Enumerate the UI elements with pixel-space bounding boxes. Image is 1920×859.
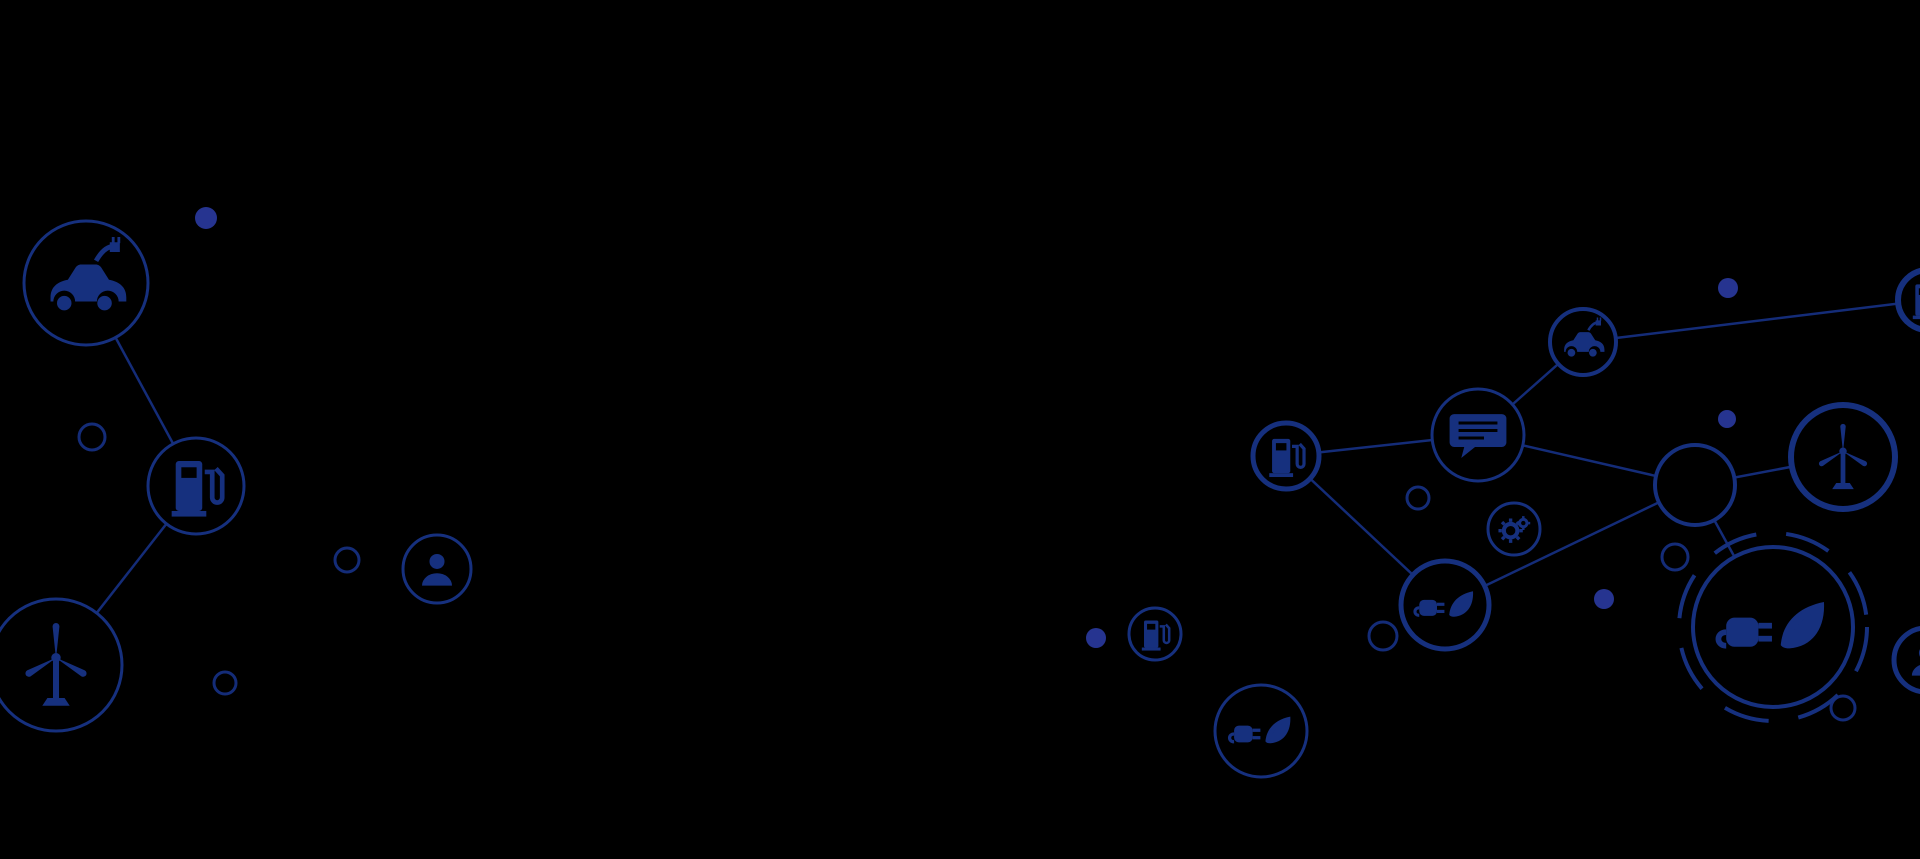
node-circle: [1486, 501, 1542, 557]
decor-ring: [77, 422, 107, 452]
plug-leaf-node: [1398, 558, 1492, 652]
fuel-pump-node: [1895, 267, 1920, 333]
decor-ring: [1660, 542, 1690, 572]
decor-ring: [212, 670, 238, 696]
decor-ring: [1367, 620, 1399, 652]
connector-line: [1582, 299, 1920, 344]
node-circle: [1398, 558, 1492, 652]
node-circle: [1213, 683, 1309, 779]
decor-dot: [1594, 589, 1614, 609]
person-node: [401, 533, 473, 605]
electric-car-node: [1548, 307, 1618, 377]
node-circle: [0, 597, 124, 733]
decor-dot: [1718, 410, 1736, 428]
node-circle: [1891, 626, 1920, 694]
wind-turbine-node: [1788, 402, 1898, 512]
plug-leaf-node: [1213, 683, 1309, 779]
fuel-pump-node: [1127, 606, 1183, 662]
fuel-pump-node: [146, 436, 246, 536]
node-circle: [1653, 443, 1737, 527]
decor-dot: [1718, 278, 1738, 298]
dashed-ring: [1677, 531, 1869, 723]
decor-ring: [333, 546, 361, 574]
decor-ring: [1405, 485, 1431, 511]
gears-node: [1486, 501, 1542, 557]
plain-node: [1653, 443, 1737, 527]
wind-turbine-node: [0, 597, 124, 733]
electric-car-node: [22, 219, 150, 347]
person-node: [1891, 626, 1920, 694]
node-circle: [1895, 267, 1920, 333]
node-circle: [1691, 545, 1855, 709]
decor-ring: [1829, 694, 1857, 722]
chat-node: [1430, 387, 1526, 483]
plug-leaf-node: [1677, 531, 1869, 723]
decor-dot: [195, 207, 217, 229]
fuel-pump-node: [1250, 420, 1322, 492]
connector-lines: [55, 282, 1920, 666]
decor-dot: [1086, 628, 1106, 648]
